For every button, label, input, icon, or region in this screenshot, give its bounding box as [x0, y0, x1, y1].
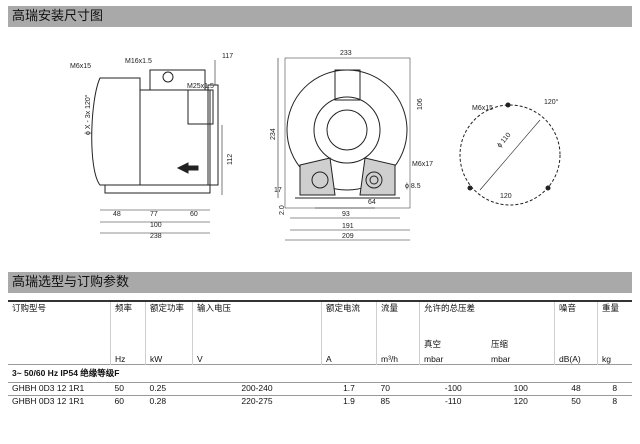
- impeller-cover: [313, 96, 381, 164]
- table-row: GHBH 0D3 12 1R1 50 0.25 200-240 1.7 70 -…: [8, 381, 632, 395]
- label-233: 233: [340, 50, 352, 57]
- unit-noise: dB(A): [554, 350, 598, 364]
- header-model: 订购型号: [8, 301, 111, 314]
- label-48: 48: [113, 211, 121, 218]
- subheader-compression: 压缩: [487, 314, 555, 350]
- header-power: 额定功率: [145, 301, 193, 314]
- terminal-box: [149, 69, 206, 91]
- motor-end-cap: [91, 77, 141, 186]
- label-100: 100: [150, 222, 162, 229]
- header-flow: 流量: [376, 301, 420, 314]
- label-93: 93: [342, 211, 350, 218]
- unit-vacuum: mbar: [424, 353, 444, 364]
- label-106: 106: [417, 98, 424, 110]
- left-foot: [299, 157, 336, 196]
- label-m16: M16x1.5: [125, 58, 152, 65]
- label-191: 191: [342, 223, 354, 230]
- label-m6x15-right: M6x15: [472, 105, 493, 112]
- dimension-drawing: M6x15 M16x1.5 M25x1.5 ϕ X - 3x 120° 117 …: [70, 50, 561, 241]
- label-phi-x: ϕ X - 3x 120°: [84, 94, 92, 135]
- right-port: [365, 171, 383, 189]
- group-label: 3~ 50/60 Hz IP54 绝缘等级F: [8, 363, 632, 382]
- label-77: 77: [150, 211, 158, 218]
- label-64: 64: [368, 199, 376, 206]
- label-120-angle: 120°: [544, 98, 559, 106]
- cable-gland-m16: [162, 71, 174, 83]
- label-2: 2.0: [279, 205, 286, 215]
- side-base-foot: [104, 184, 211, 194]
- label-m25: M25x1.5: [187, 83, 214, 90]
- label-m6x15-left: M6x15: [70, 63, 91, 70]
- header-pressure-diff: 允许的总压差: [419, 301, 555, 314]
- label-m6x17: M6x17: [412, 161, 433, 168]
- section-title-selection: 高瑞选型与订购参数: [8, 272, 632, 293]
- flow-arrow: [176, 162, 199, 174]
- unit-voltage: V: [192, 350, 322, 364]
- label-112: 112: [227, 154, 234, 165]
- bolt-hole-right: [545, 185, 551, 191]
- left-port: [311, 171, 329, 189]
- impeller-hub: [326, 109, 368, 151]
- header-voltage: 输入电压: [192, 301, 322, 314]
- unit-compression: mbar: [487, 350, 555, 364]
- header-current: 额定电流: [321, 301, 377, 314]
- label-209: 209: [342, 233, 354, 240]
- header-weight: 重量: [602, 303, 620, 313]
- label-234: 234: [270, 128, 277, 140]
- unit-flow: m³/h: [376, 350, 420, 364]
- right-foot: [359, 157, 396, 196]
- label-17: 17: [274, 187, 282, 194]
- label-117: 117: [222, 53, 233, 60]
- blower-outlet-m25: [187, 89, 214, 125]
- table-row: GHBH 0D3 12 1R1 60 0.28 220-275 1.9 85 -…: [8, 394, 632, 408]
- bolt-hole-top: [505, 102, 511, 108]
- unit-power: kW: [145, 350, 193, 364]
- blower-flange: [207, 84, 219, 186]
- unit-frequency: Hz: [110, 350, 146, 364]
- unit-weight: kg: [602, 353, 611, 364]
- section-title-dimensions: 高瑞安装尺寸图: [8, 6, 632, 27]
- header-noise: 噪音: [554, 301, 598, 314]
- label-238: 238: [150, 233, 162, 240]
- unit-current: A: [321, 350, 377, 364]
- label-phi110: ϕ 110: [496, 132, 512, 150]
- subheader-vacuum: 真空: [424, 339, 442, 349]
- order-parameters-table: 订购型号 频率 额定功率 输入电压 额定电流 流量 允许的总压差 噪音 重量 真…: [8, 300, 632, 408]
- header-frequency: 频率: [110, 301, 146, 314]
- motor-housing: [139, 89, 211, 186]
- outlet-port: [334, 69, 361, 101]
- label-phi85: ϕ 8.5: [405, 183, 421, 190]
- bolt-hole-left: [467, 185, 473, 191]
- label-120: 120: [500, 193, 512, 200]
- label-60: 60: [190, 211, 198, 218]
